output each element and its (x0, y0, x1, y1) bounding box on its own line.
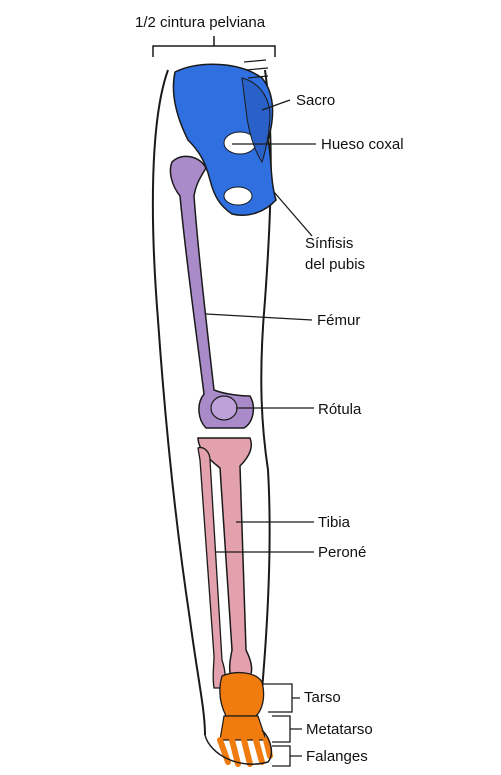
label-pelvic-girdle: 1/2 cintura pelviana (135, 14, 265, 31)
pelvic-girdle-bracket (153, 36, 275, 57)
label-pubic-symphysis-line2: del pubis (305, 256, 365, 273)
tarsus-bracket (262, 684, 300, 712)
metatarsus-bracket (272, 716, 302, 742)
pubic-symphysis-leader (274, 192, 312, 236)
label-pubic-symphysis-line1: Sínfisis (305, 235, 353, 252)
label-hip-bone: Hueso coxal (321, 136, 404, 153)
label-metatarsus: Metatarso (306, 721, 373, 738)
label-sacrum: Sacro (296, 92, 335, 109)
label-patella: Rótula (318, 401, 361, 418)
tarsus-shape (220, 673, 264, 716)
femur-leader (206, 314, 312, 320)
label-femur: Fémur (317, 312, 360, 329)
label-tibia: Tibia (318, 514, 350, 531)
obturator-foramen (224, 187, 252, 205)
leg-bones (198, 438, 252, 688)
phalanges-bracket (272, 746, 302, 766)
label-phalanges: Falanges (306, 748, 368, 765)
metatarsus-shape (220, 716, 266, 740)
label-tarsus: Tarso (304, 689, 341, 706)
patella-shape (211, 396, 237, 420)
label-fibula: Peroné (318, 544, 366, 561)
phalanges-shape (220, 740, 270, 764)
